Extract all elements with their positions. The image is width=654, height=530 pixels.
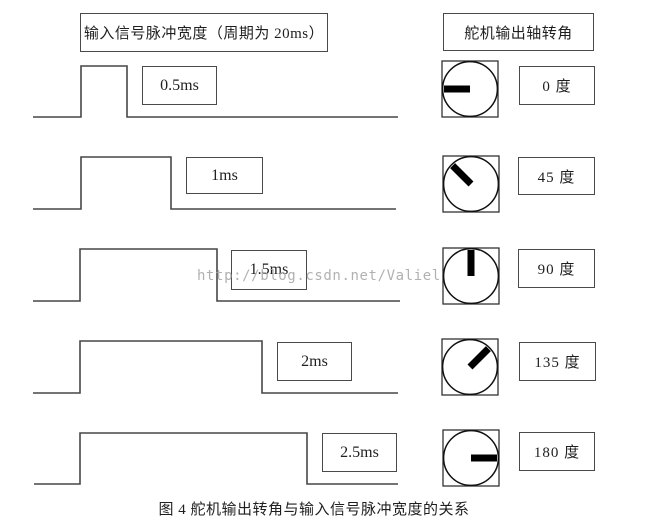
pulse-waveform-1ms xyxy=(33,156,396,210)
angle-label: 0 度 xyxy=(519,66,595,105)
servo-dial-135deg xyxy=(441,338,499,396)
pulse-waveform-2.5ms xyxy=(34,432,398,485)
angle-label: 45 度 xyxy=(518,157,595,195)
pulse-waveform-2ms xyxy=(33,340,398,394)
pulse-width-label: 1.5ms xyxy=(231,250,307,290)
angle-label: 180 度 xyxy=(519,432,595,471)
pulse-width-label: 2ms xyxy=(277,342,352,381)
pulse-width-label: 2.5ms xyxy=(322,433,397,472)
servo-dial-180deg xyxy=(442,429,500,487)
figure-caption: 图 4 舵机输出转角与输入信号脉冲宽度的关系 xyxy=(158,502,470,518)
dial-needle xyxy=(467,346,491,370)
servo-output-header-box: 舵机输出轴转角 xyxy=(443,13,594,51)
angle-label: 90 度 xyxy=(518,249,595,288)
servo-dial-0deg xyxy=(441,60,499,118)
pulse-waveform-0.5ms xyxy=(33,65,398,118)
servo-dial-45deg xyxy=(442,155,500,213)
pulse-width-label: 0.5ms xyxy=(142,66,217,105)
input-signal-header-box: 输入信号脉冲宽度（周期为 20ms） xyxy=(80,13,328,52)
servo-dial-90deg xyxy=(442,247,500,305)
angle-label: 135 度 xyxy=(519,342,596,381)
pulse-width-label: 1ms xyxy=(186,157,263,194)
pulse-waveform-1.5ms xyxy=(33,248,400,302)
dial-needle xyxy=(450,163,474,187)
